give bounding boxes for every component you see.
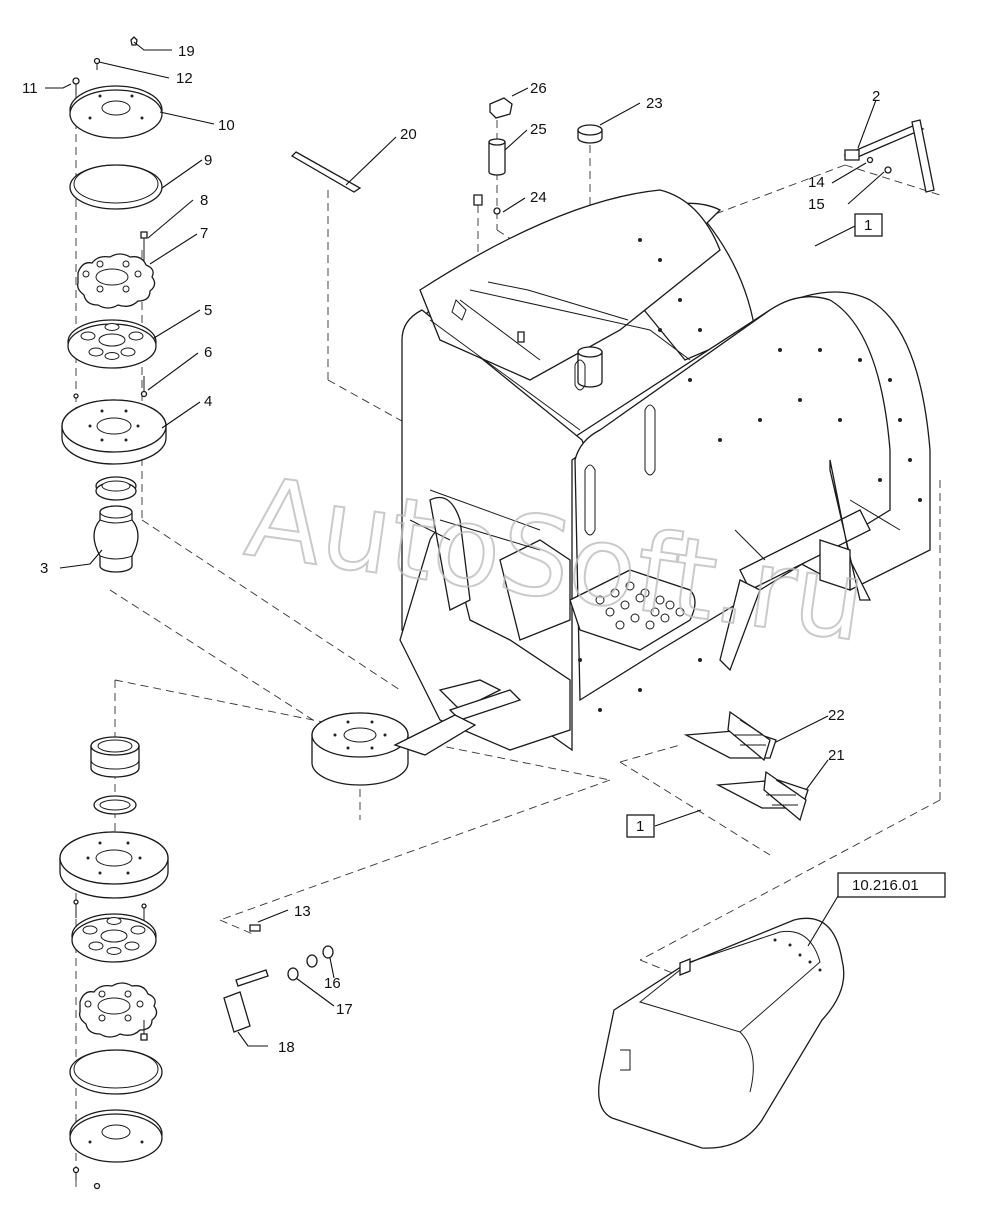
reference-box — [837, 872, 946, 898]
callout-leaders — [45, 41, 885, 1047]
callout-25: 25 — [530, 121, 547, 138]
callout-23: 23 — [646, 95, 663, 112]
callout-1-bottom: 1 — [636, 818, 644, 835]
callout-3: 3 — [40, 560, 48, 577]
callout-13: 13 — [294, 903, 311, 920]
callout-19: 19 — [178, 43, 195, 60]
callout-1-box-top — [854, 213, 883, 237]
callout-20: 20 — [400, 126, 417, 143]
callout-18: 18 — [278, 1039, 295, 1056]
callout-12: 12 — [176, 70, 193, 87]
callout-labels: 19 12 11 10 9 8 7 5 6 4 3 20 26 25 24 23… — [22, 43, 946, 1056]
callout-26: 26 — [530, 80, 547, 97]
callout-15: 15 — [808, 196, 825, 213]
callout-1-box-bottom — [626, 814, 655, 838]
callout-22: 22 — [828, 707, 845, 724]
callout-11: 11 — [22, 80, 38, 97]
callout-6: 6 — [204, 344, 212, 361]
callout-9: 9 — [204, 152, 212, 169]
callout-14: 14 — [808, 174, 825, 191]
callout-7: 7 — [200, 225, 208, 242]
callout-4: 4 — [204, 393, 212, 410]
pivot-pin-parts — [223, 924, 334, 1033]
main-frame-assembly — [311, 189, 931, 786]
callout-1-top: 1 — [864, 217, 872, 234]
lower-bearing-stack — [59, 736, 169, 1190]
step-holes — [595, 581, 685, 630]
callout-10: 10 — [218, 117, 235, 134]
steps — [683, 710, 809, 822]
upper-bearing-stack — [61, 36, 167, 573]
panel-holes — [578, 238, 922, 712]
engine-hood — [598, 917, 845, 1149]
callout-16: 16 — [324, 975, 341, 992]
assembly-guide-lines — [75, 95, 941, 1190]
reference-label: 10.216.01 — [852, 877, 919, 894]
callout-5: 5 — [204, 302, 212, 319]
callout-2: 2 — [872, 88, 880, 105]
callout-21: 21 — [828, 747, 845, 764]
callout-24: 24 — [530, 189, 547, 206]
top-small-parts — [290, 97, 935, 215]
callout-8: 8 — [200, 192, 208, 209]
callout-17: 17 — [336, 1001, 353, 1018]
